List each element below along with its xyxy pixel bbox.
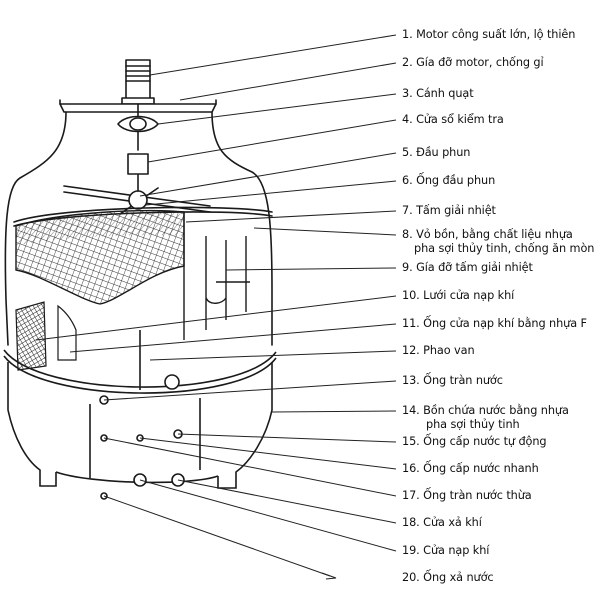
label-13: 13. Ống tràn nước: [402, 374, 503, 387]
label-3: 3. Cánh quạt: [402, 87, 474, 100]
label-9: 9. Gía đỡ tấm giải nhiệt: [402, 261, 533, 274]
label-14-cont: pha sợi thủy tinh: [426, 418, 520, 431]
label-4: 4. Cửa sổ kiểm tra: [402, 113, 504, 126]
label-10: 10. Lưới cửa nạp khí: [402, 289, 515, 302]
label-14: 14. Bồn chứa nước bằng nhựa: [402, 404, 569, 417]
label-11: 11. Ống cửa nạp khí bằng nhựa F: [402, 317, 587, 330]
label-17: 17. Ống tràn nước thừa: [402, 489, 532, 502]
label-16: 16. Ống cấp nước nhanh: [402, 462, 539, 475]
motor-shape: [121, 59, 155, 105]
label-18: 18. Cửa xả khí: [402, 516, 482, 529]
label-1: 1. Motor công suất lớn, lộ thiên: [402, 28, 576, 41]
label-6: 6. Ống đầu phun: [402, 174, 496, 187]
label-7: 7. Tấm giải nhiệt: [402, 204, 496, 217]
leader-lines: [35, 34, 397, 580]
label-19: 19. Cửa nạp khí: [402, 544, 490, 557]
label-2: 2. Gía đỡ motor, chống gỉ: [402, 56, 544, 69]
label-8: 8. Vỏ bồn, bằng chất liệu nhựa: [402, 228, 573, 241]
label-15: 15. Ống cấp nước tự động: [402, 435, 547, 448]
label-20: 20. Ống xả nước: [402, 571, 494, 584]
label-12: 12. Phao van: [402, 344, 475, 357]
label-5: 5. Đầu phun: [402, 146, 471, 159]
fan-shape: [117, 103, 159, 151]
label-8-cont: pha sợi thủy tinh, chống ăn mòn: [414, 242, 595, 255]
